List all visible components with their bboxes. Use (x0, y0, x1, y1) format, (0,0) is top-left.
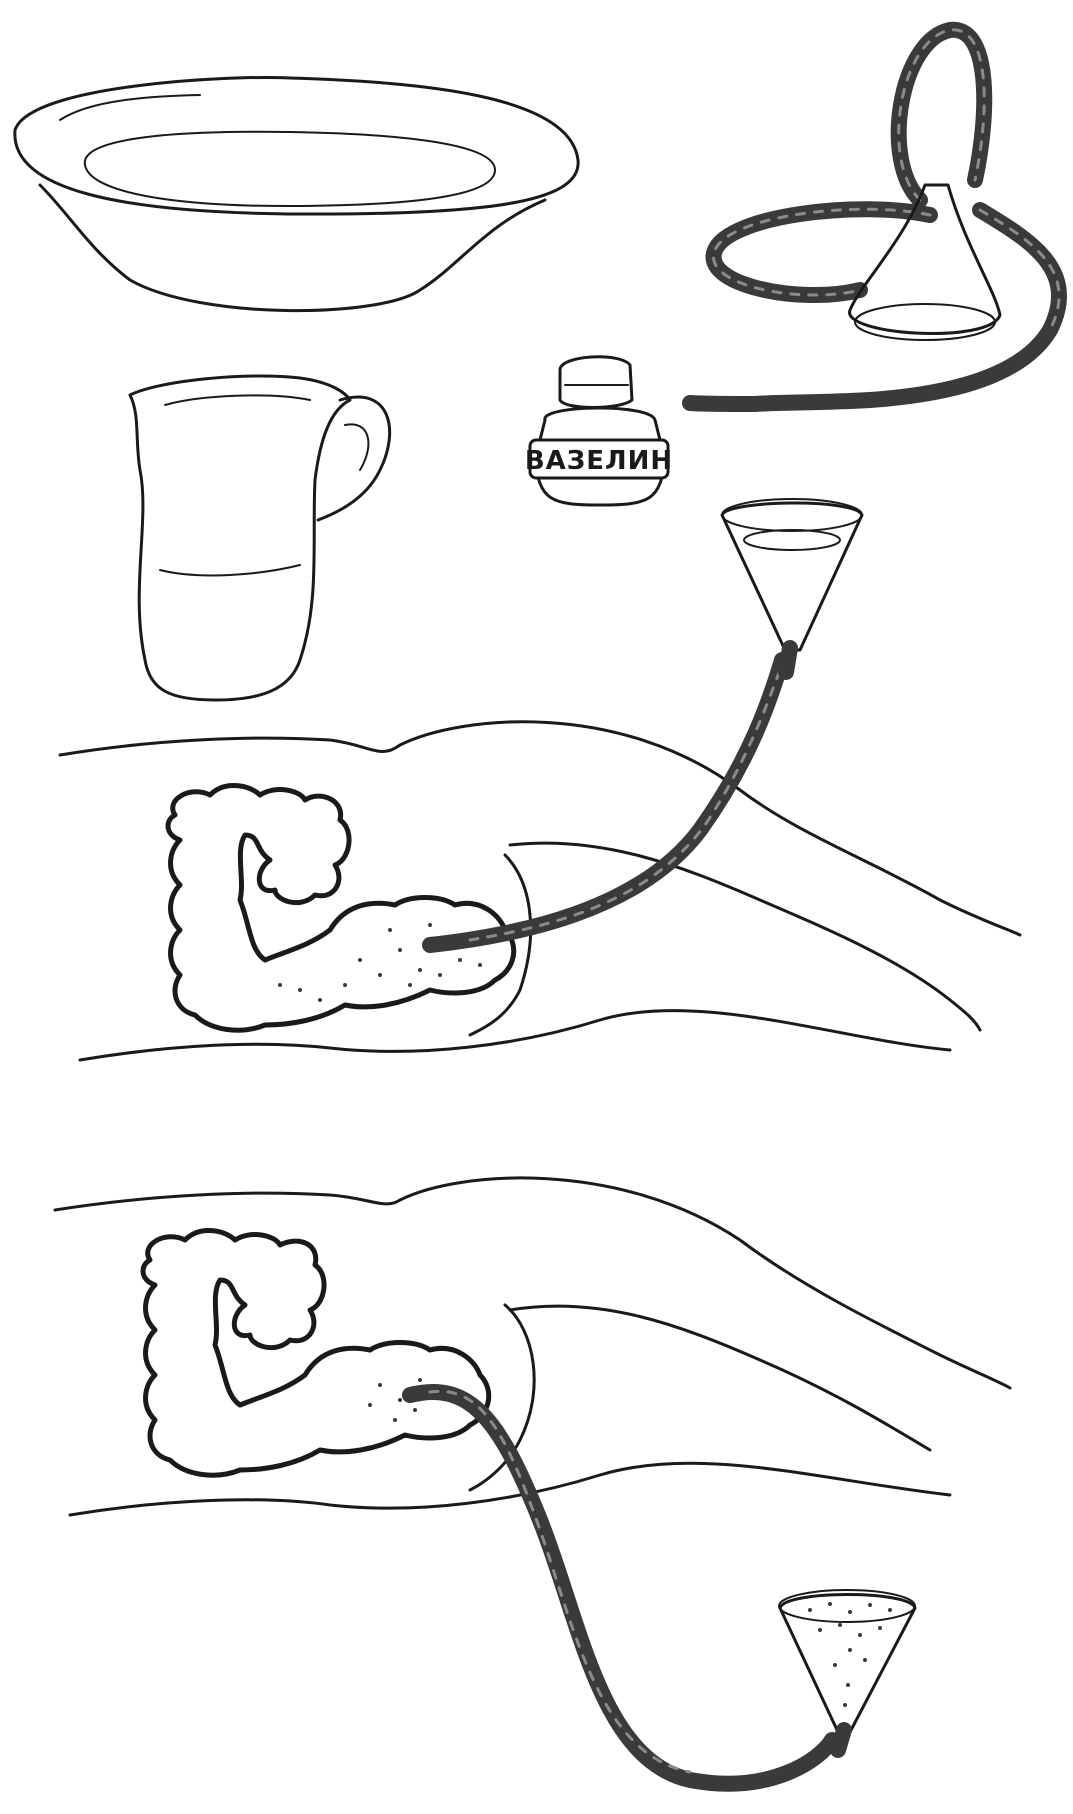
funnel-lowered (779, 1590, 915, 1750)
colon-emptied (143, 1231, 489, 1476)
pitcher (130, 376, 390, 700)
enema-draining-scene (55, 1178, 1010, 1784)
vaseline-label: ВАЗЕЛИН (525, 446, 673, 476)
basin (15, 78, 578, 311)
colon-filled (168, 786, 514, 1031)
funnel-with-rubber-tube (690, 30, 1059, 404)
enema-filling-scene (60, 499, 1020, 1060)
funnel-raised (722, 499, 862, 672)
funnel-sediment (808, 1602, 892, 1707)
rubber-tube-filling (430, 660, 782, 945)
vaseline-jar: ВАЗЕЛИН (525, 357, 673, 505)
